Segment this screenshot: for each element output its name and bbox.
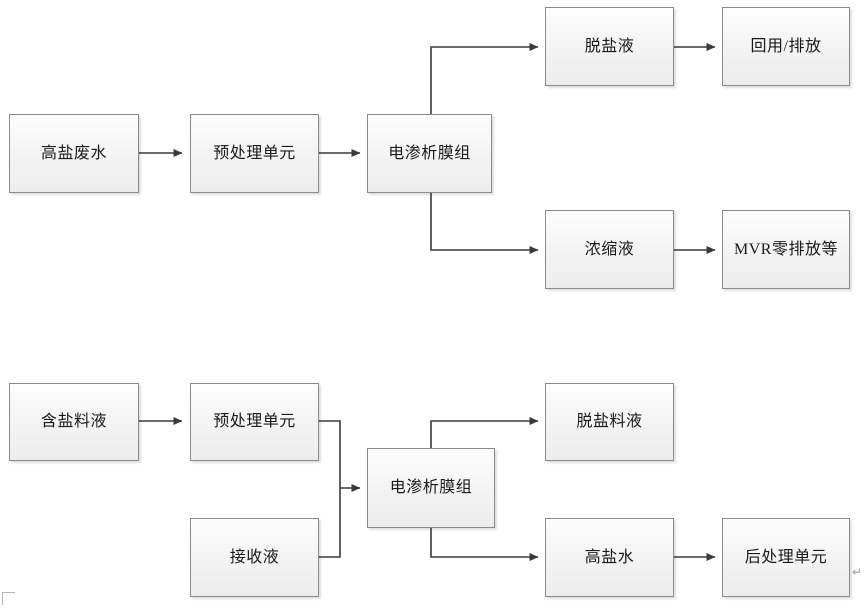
node-high-salt-water[interactable]: 高盐水 xyxy=(545,518,674,597)
node-high-salt-wastewater[interactable]: 高盐废水 xyxy=(9,114,139,193)
node-label: 高盐废水 xyxy=(40,144,107,162)
node-post-treatment-unit[interactable]: 后处理单元 xyxy=(722,518,850,597)
node-label: 回用/排放 xyxy=(750,37,822,55)
edge-b3-merge xyxy=(319,488,341,558)
node-desalted-liquid[interactable]: 脱盐液 xyxy=(545,7,674,86)
node-label: 脱盐液 xyxy=(584,37,635,55)
page-corner-mark xyxy=(2,592,15,605)
node-pretreatment-unit-bottom[interactable]: 预处理单元 xyxy=(190,383,319,461)
node-label: 电渗析膜组 xyxy=(389,479,473,496)
node-label: 预处理单元 xyxy=(213,413,296,430)
edge-b2-merge xyxy=(319,420,341,488)
node-electrodialysis-membrane-stack-bottom[interactable]: 电渗析膜组 xyxy=(367,448,495,528)
edge-t3-t6 xyxy=(430,193,539,254)
node-concentrated-liquid[interactable]: 浓缩液 xyxy=(545,210,674,289)
node-electrodialysis-membrane-stack-top[interactable]: 电渗析膜组 xyxy=(367,114,492,193)
paragraph-mark: ↵ xyxy=(851,565,862,579)
node-label: 脱盐料液 xyxy=(576,413,643,430)
node-salt-containing-feed[interactable]: 含盐料液 xyxy=(9,383,139,461)
node-label: 含盐料液 xyxy=(40,413,107,430)
node-reuse-or-discharge[interactable]: 回用/排放 xyxy=(722,7,850,86)
node-desalted-feed-liquid[interactable]: 脱盐料液 xyxy=(545,383,674,461)
edge-b4-b6 xyxy=(430,528,539,561)
node-mvr-zero-discharge[interactable]: MVR零排放等 xyxy=(722,210,850,289)
node-label: 预处理单元 xyxy=(213,144,296,162)
edge-b4-b5 xyxy=(430,417,539,448)
node-label: 浓缩液 xyxy=(584,240,635,258)
node-label: 后处理单元 xyxy=(744,548,828,566)
node-label: 接收液 xyxy=(229,548,280,566)
edge-t3-t4 xyxy=(430,43,539,114)
node-receiving-liquid[interactable]: 接收液 xyxy=(190,518,319,597)
node-label: MVR零排放等 xyxy=(734,240,838,258)
node-label: 电渗析膜组 xyxy=(388,144,471,162)
node-label: 高盐水 xyxy=(584,548,635,566)
node-pretreatment-unit-top[interactable]: 预处理单元 xyxy=(190,114,319,193)
